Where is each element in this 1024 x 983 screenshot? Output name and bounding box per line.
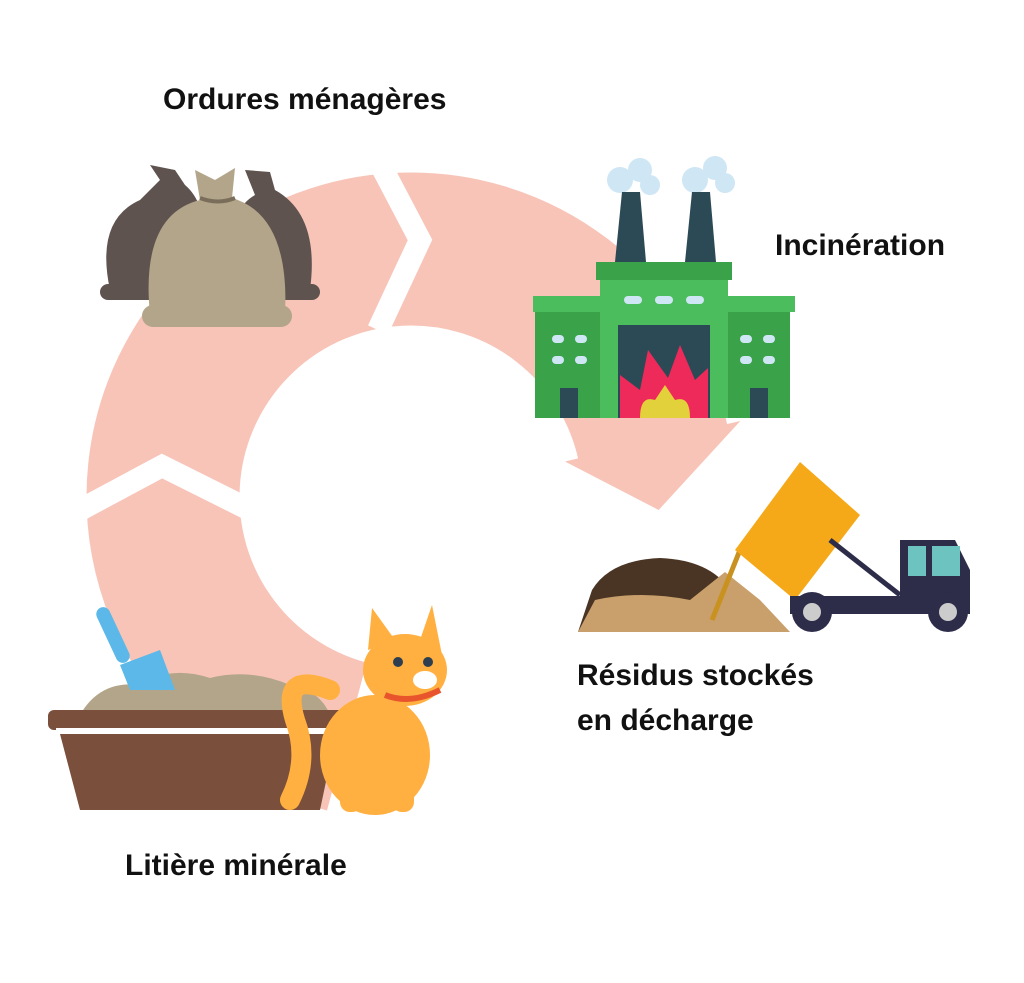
factory-icon — [533, 156, 795, 418]
cat-icon — [280, 605, 447, 815]
ring-arrowhead — [564, 420, 741, 510]
top-chevron-gap — [368, 154, 433, 335]
label-mineral-litter: Litière minérale — [125, 849, 347, 882]
label-incineration: Incinération — [775, 229, 946, 262]
left-chevron-gap — [74, 453, 255, 520]
label-residues-line1: Résidus stockés — [577, 659, 814, 692]
label-residues-line2: en décharge — [577, 704, 754, 737]
garbage-bags-icon — [100, 165, 320, 327]
litter-box-icon — [48, 607, 348, 810]
dump-truck-icon — [578, 462, 970, 632]
label-household-waste: Ordures ménagères — [163, 83, 447, 116]
